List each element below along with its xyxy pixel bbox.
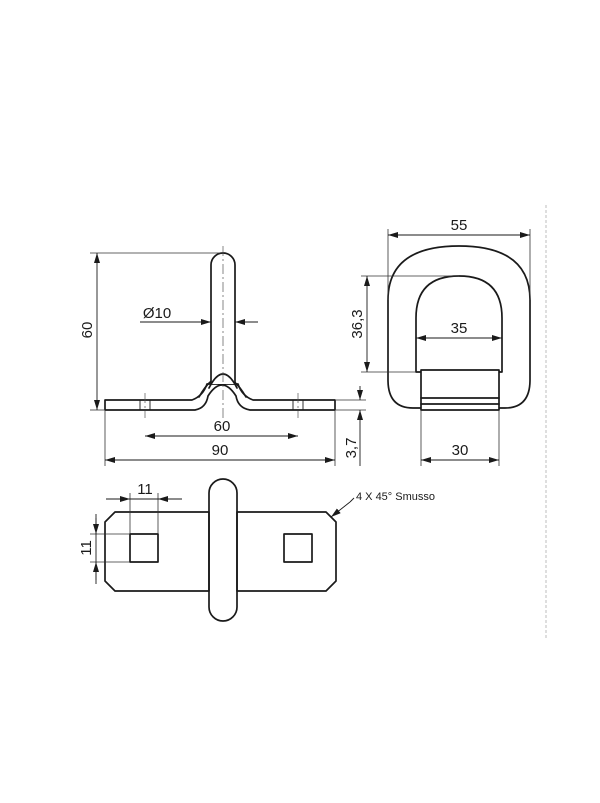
dim-hole-height-label: 11: [78, 540, 95, 556]
dim-ring-height-label: 36,3: [349, 309, 366, 338]
chamfer-leader-shoulder: [349, 497, 355, 503]
chamfer-note: 4 X 45° Smusso: [356, 491, 435, 503]
top-hole-right: [283, 533, 313, 563]
dim-height-label: 60: [79, 322, 96, 339]
top-view: 11 11 4 X 45° Smusso: [78, 478, 435, 622]
dim-pin-diameter-label: Ø10: [143, 305, 171, 322]
top-hole-left: [129, 533, 159, 563]
dim-hole-width-label: 11: [137, 481, 153, 498]
front-view: 60 Ø10 60 90 3,7: [79, 246, 366, 466]
top-pin: [208, 478, 238, 622]
dim-inner-width-label: 35: [451, 320, 468, 337]
front-base-plate: [104, 383, 336, 411]
dim-outer-width-label: 55: [451, 217, 468, 234]
dim-base-width-label: 30: [452, 442, 469, 459]
dim-hole-spacing-label: 60: [214, 418, 231, 435]
dim-length-label: 90: [212, 442, 229, 459]
side-view: 55 36,3 35 30: [349, 217, 531, 466]
chamfer-leader: [330, 501, 351, 518]
side-ring-inner: [415, 275, 503, 373]
dim-thickness-label: 3,7: [343, 438, 360, 459]
